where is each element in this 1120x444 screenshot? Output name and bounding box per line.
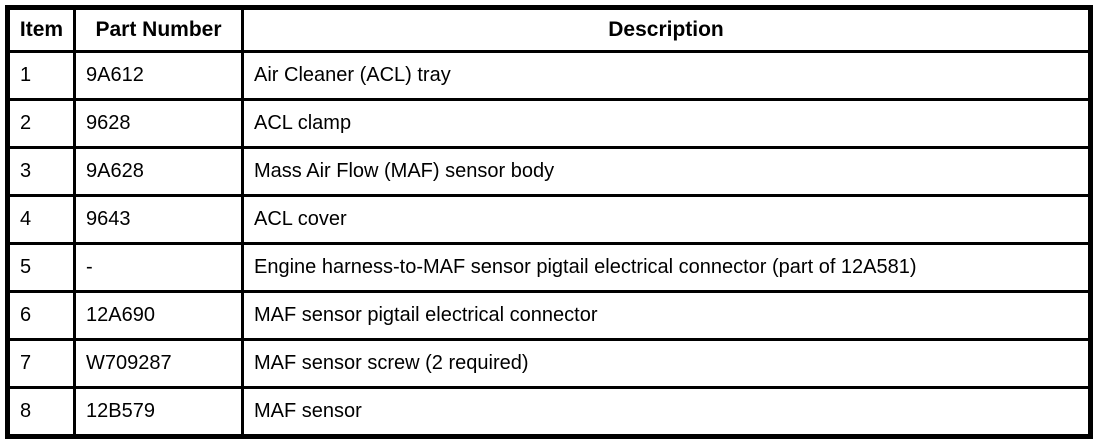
table-row: 8 12B579 MAF sensor bbox=[6, 386, 1092, 438]
item-cell: 3 bbox=[6, 146, 76, 197]
description-cell: ACL cover bbox=[241, 194, 1092, 245]
part-number-cell: 9A612 bbox=[73, 50, 244, 101]
table-row: 5 - Engine harness-to-MAF sensor pigtail… bbox=[6, 242, 1092, 293]
table-header-row: Item Part Number Description bbox=[6, 6, 1092, 53]
item-cell: 5 bbox=[6, 242, 76, 293]
part-number-cell: 12B579 bbox=[73, 386, 244, 438]
col-header-item: Item bbox=[6, 6, 76, 53]
item-cell: 1 bbox=[6, 50, 76, 101]
parts-table: Item Part Number Description 1 9A612 Air… bbox=[5, 5, 1093, 439]
table-row: 1 9A612 Air Cleaner (ACL) tray bbox=[6, 50, 1092, 101]
part-number-cell: 9643 bbox=[73, 194, 244, 245]
col-header-part-number: Part Number bbox=[73, 6, 244, 53]
description-cell: Engine harness-to-MAF sensor pigtail ele… bbox=[241, 242, 1092, 293]
part-number-cell: 12A690 bbox=[73, 290, 244, 341]
item-cell: 7 bbox=[6, 338, 76, 389]
table-row: 4 9643 ACL cover bbox=[6, 194, 1092, 245]
table-row: 6 12A690 MAF sensor pigtail electrical c… bbox=[6, 290, 1092, 341]
description-cell: ACL clamp bbox=[241, 98, 1092, 149]
item-cell: 4 bbox=[6, 194, 76, 245]
description-cell: Air Cleaner (ACL) tray bbox=[241, 50, 1092, 101]
table-row: 3 9A628 Mass Air Flow (MAF) sensor body bbox=[6, 146, 1092, 197]
description-cell: MAF sensor screw (2 required) bbox=[241, 338, 1092, 389]
description-cell: Mass Air Flow (MAF) sensor body bbox=[241, 146, 1092, 197]
part-number-cell: 9A628 bbox=[73, 146, 244, 197]
item-cell: 6 bbox=[6, 290, 76, 341]
table-row: 2 9628 ACL clamp bbox=[6, 98, 1092, 149]
description-cell: MAF sensor bbox=[241, 386, 1092, 438]
description-cell: MAF sensor pigtail electrical connector bbox=[241, 290, 1092, 341]
part-number-cell: 9628 bbox=[73, 98, 244, 149]
col-header-description: Description bbox=[241, 6, 1092, 53]
item-cell: 2 bbox=[6, 98, 76, 149]
item-cell: 8 bbox=[6, 386, 76, 438]
part-number-cell: W709287 bbox=[73, 338, 244, 389]
table-row: 7 W709287 MAF sensor screw (2 required) bbox=[6, 338, 1092, 389]
part-number-cell: - bbox=[73, 242, 244, 293]
